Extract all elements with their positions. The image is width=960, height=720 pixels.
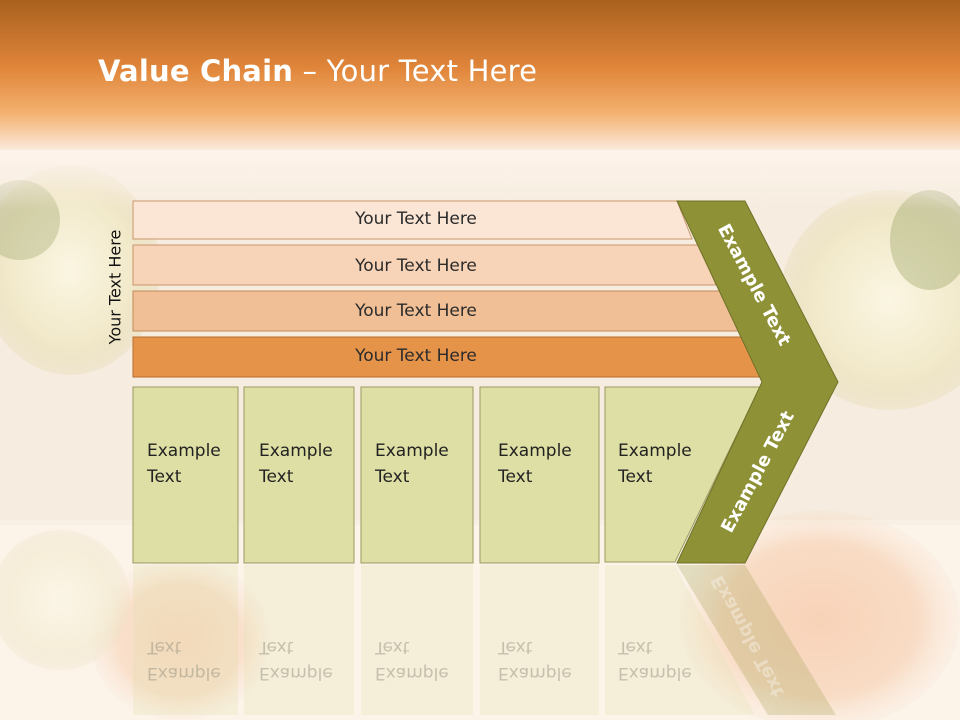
title-rest: – Your Text Here [293,54,538,88]
row-label-2: Your Text Here [355,256,477,276]
row-label-1: Your Text Here [355,209,477,229]
vertical-label: Your Text Here [105,229,125,345]
title-bold: Value Chain [98,54,294,88]
reflection-line2: Text [498,637,533,657]
box-reflection-5: Example Text [618,634,692,686]
box-reflection-1: Example Text [147,634,221,686]
reflection-line1: Example [147,663,221,683]
reflection-line2: Text [259,637,294,657]
box-1 [132,386,239,564]
box-label-line1: Example [498,441,572,461]
box-label-line2: Text [259,467,294,487]
box-label-line2: Text [618,467,653,487]
reflection-line1: Example [498,663,572,683]
row-band-1 [132,200,693,240]
reflection-line1: Example [259,663,333,683]
box-reflection-3: Example Text [375,634,449,686]
box-label-line1: Example [259,441,333,461]
reflection-line1: Example [618,663,692,683]
box-reflection-2: Example Text [259,634,333,686]
reflection-line1: Example [375,663,449,683]
chevron-arrow [676,200,839,564]
reflection-line2: Text [147,637,182,657]
reflection-group [133,565,836,715]
box-label-line1: Example [147,441,221,461]
box-3 [360,386,474,564]
slide-title: Value Chain – Your Text Here [98,54,537,88]
row-label-4: Your Text Here [355,346,477,366]
box-reflection-4: Example Text [498,634,572,686]
box-2 [243,386,355,564]
box-label-line2: Text [147,467,182,487]
reflection-line2: Text [618,637,653,657]
box-label-line1: Example [618,441,692,461]
row-label-3: Your Text Here [355,301,477,321]
box-label-line1: Example [375,441,449,461]
box-4 [479,386,600,564]
box-label-line2: Text [498,467,533,487]
reflection-line2: Text [375,637,410,657]
box-5 [604,386,761,563]
box-label-line2: Text [375,467,410,487]
